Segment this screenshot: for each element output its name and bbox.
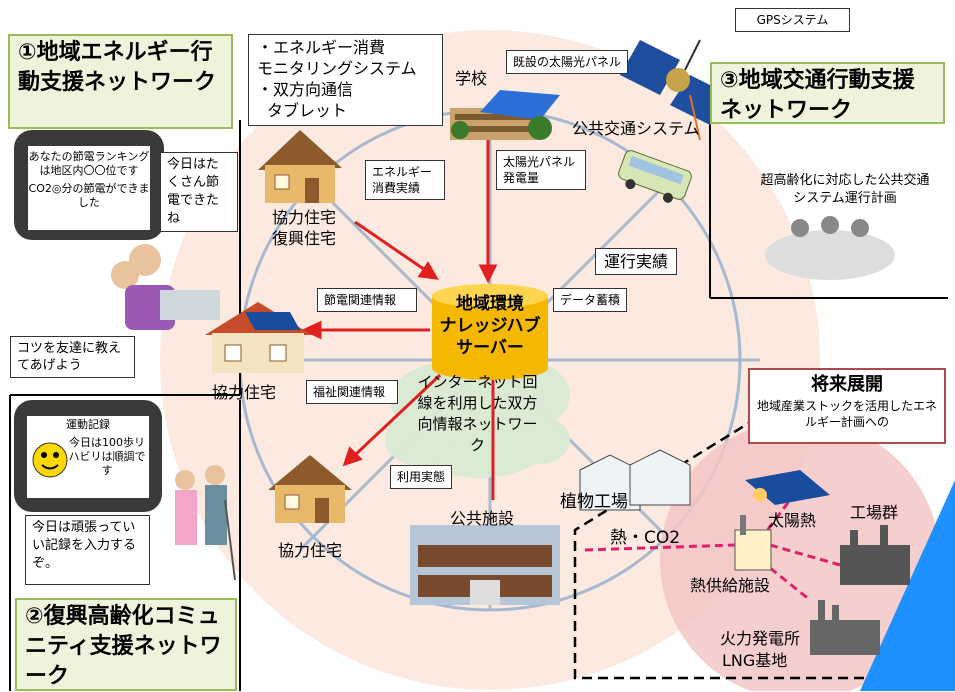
phone1-note: コツを友達に教えてあげよう: [10, 336, 135, 378]
smiley-icon: [32, 442, 68, 478]
heat-co2-label: 熱・CO2: [610, 528, 681, 548]
greenhouse-icon: [579, 449, 691, 511]
gps-label: GPSシステム: [735, 8, 850, 32]
tablet-2: 運動記録 今日は100歩リハビリは順調です: [14, 400, 162, 512]
house3-label: 協力住宅: [278, 541, 343, 560]
elderly-couple-icon: [175, 465, 236, 581]
meeting-people-icon: [765, 216, 895, 280]
school-icon: [450, 90, 560, 140]
plant-factory-label: 植物工場: [560, 492, 628, 512]
arrow-saving-label: 節電関連情報: [317, 288, 417, 312]
power-plant-icon: [810, 600, 880, 655]
lng-label: LNG基地: [722, 651, 788, 670]
phone2-note: 今日は頑張っていい記録を入力するぞ。: [25, 515, 150, 585]
factories-icon: [840, 525, 910, 585]
heat-supply-icon: [734, 515, 772, 571]
house1b-label: 復興住宅: [272, 229, 337, 248]
school-label: 学校: [455, 69, 488, 88]
future-title: 将来展開: [811, 374, 883, 395]
hub-server-icon: [432, 284, 548, 380]
power-label: 火力発電所: [720, 629, 801, 648]
arrow-energy-label: エネルギー消費実績: [365, 160, 445, 200]
house2-label: 協力住宅: [212, 383, 277, 402]
future-box: 将来展開 地域産業ストックを活用したエネルギー計画への: [748, 368, 946, 444]
blue-corner: [860, 480, 955, 691]
family-laptop-icon: [111, 244, 220, 330]
solar-heat-icon: [745, 470, 830, 505]
monitoring-box: ・エネルギー消費 モニタリングシステム ・双方向通信 タブレット: [248, 34, 443, 126]
phone1-bubble: 今日はたくさん節電できたね: [160, 152, 238, 232]
network3-title: ③地域交通行動支援ネットワーク: [710, 62, 945, 124]
tablet-2-screen: 運動記録 今日は100歩リハビリは順調です: [27, 416, 149, 498]
tablet-1-screen: あなたの節電ランキングは地区内〇〇位です CO2◎分の節電ができました: [28, 146, 150, 230]
elderly-plan-label: 超高齢化に対応した公共交通システム運行計画: [760, 173, 930, 206]
solar-label: 既設の太陽光パネル: [506, 50, 629, 74]
arrow-welfare-label: 福祉関連情報: [306, 380, 398, 404]
house-icon-3: [268, 455, 352, 523]
hub-label: 地域環境 ナレッジハブ サーバー: [439, 294, 541, 358]
tablet-1: あなたの節電ランキングは地区内〇〇位です CO2◎分の節電ができました: [14, 130, 164, 240]
future-desc: 地域産業ストックを活用したエネルギー計画への: [756, 399, 937, 429]
public-facility-icon: [410, 525, 560, 605]
bus-icon: [618, 150, 692, 203]
solar-heat-label: 太陽熱: [768, 511, 817, 530]
arrow-usage-label: 利用実態: [390, 465, 453, 489]
house1a-label: 協力住宅: [272, 208, 337, 227]
arrow-data-label: データ蓄積: [553, 288, 628, 312]
heat-supply-label: 熱供給施設: [690, 576, 771, 595]
transit-label: 公共交通システム: [572, 119, 700, 138]
network2-title: ②復興高齢化コミュニティ支援ネットワーク: [15, 598, 237, 691]
arrow-solar-label: 太陽光パネル発電量: [496, 150, 586, 190]
internet-label: インターネット回線を利用した双方向情報ネットワーク: [417, 373, 538, 454]
network1-title: ①地域エネルギー行動支援ネットワーク: [8, 34, 233, 129]
public-label: 公共施設: [450, 509, 515, 528]
house-icon-2: [205, 302, 312, 373]
house-icon-1: [258, 130, 342, 203]
factories-label: 工場群: [850, 503, 899, 522]
arrow-operation-label: 運行実績: [595, 248, 678, 275]
